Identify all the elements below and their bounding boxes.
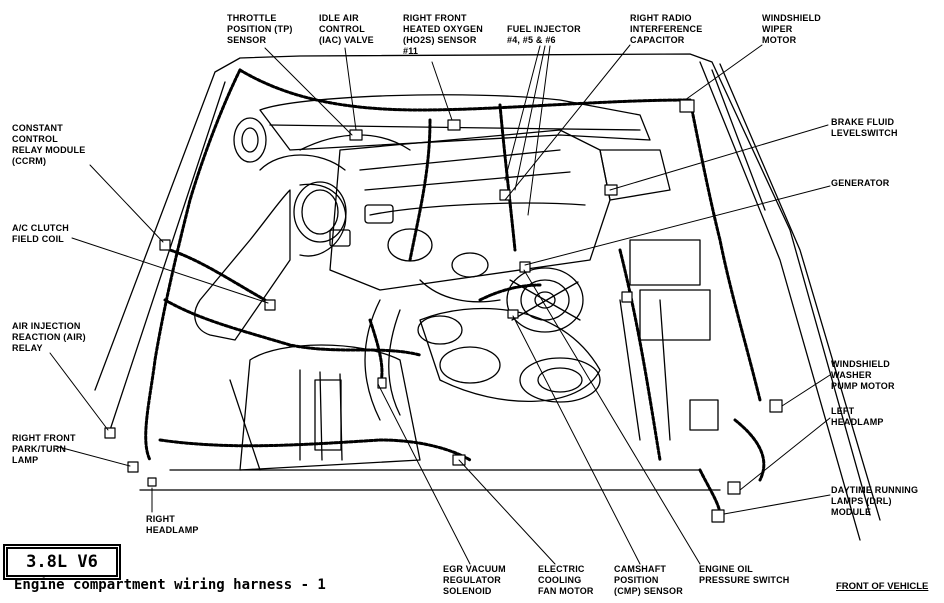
ccrm-label: CONSTANT CONTROL RELAY MODULE (CCRM) <box>12 123 86 166</box>
generator-drawing <box>506 267 584 333</box>
intake-manifold <box>329 129 611 303</box>
belts-pulleys <box>364 299 601 421</box>
egr-solenoid-label: EGR VACUUM REGULATOR SOLENOID <box>443 564 506 596</box>
brake-fluid-switch-label: BRAKE FLUID LEVELSWITCH <box>831 117 898 138</box>
air-intake <box>194 134 411 341</box>
ac-clutch-label: A/C CLUTCH FIELD COIL <box>12 223 69 244</box>
right-front-ho2s-label: RIGHT FRONT HEATED OXYGEN (HO2S) SENSOR … <box>403 13 483 56</box>
engine-title-box: 3.8L V6 <box>6 547 118 577</box>
cmp-sensor-label: CAMSHAFT POSITION (CMP) SENSOR <box>614 564 683 596</box>
throttle-position-sensor-label: THROTTLE POSITION (TP) SENSOR <box>227 13 293 45</box>
diagram-caption: Engine compartment wiring harness - 1 <box>14 577 326 593</box>
wiper-motor-label: WINDSHIELD WIPER MOTOR <box>762 13 821 45</box>
radio-capacitor-label: RIGHT RADIO INTERFERENCE CAPACITOR <box>630 13 703 45</box>
oil-pressure-switch-label: ENGINE OIL PRESSURE SWITCH <box>699 564 790 585</box>
connectors <box>104 99 783 523</box>
front-of-vehicle-label: FRONT OF VEHICLE <box>836 581 929 592</box>
leader-lines <box>49 44 831 565</box>
valve-cover-right <box>233 94 651 163</box>
engine-title: 3.8L V6 <box>26 552 98 572</box>
air-relay-label: AIR INJECTION REACTION (AIR) RELAY <box>12 321 86 353</box>
washer-pump-label: WINDSHIELD WASHER PUMP MOTOR <box>831 359 895 391</box>
generator-label: GENERATOR <box>831 178 890 188</box>
left-headlamp-label: LEFT HEADLAMP <box>831 406 884 427</box>
radiator <box>229 344 421 471</box>
battery-area <box>599 149 719 441</box>
drl-module-label: DAYTIME RUNNING LAMPS (DRL) MODULE <box>831 485 919 517</box>
fuel-injector-label: FUEL INJECTOR #4, #5 & #6 <box>507 24 581 45</box>
cooling-fan-motor-label: ELECTRIC COOLING FAN MOTOR <box>538 564 594 596</box>
wiring-harness <box>144 68 766 517</box>
idle-air-control-valve-label: IDLE AIR CONTROL (IAC) VALVE <box>319 13 374 45</box>
right-park-lamp-label: RIGHT FRONT PARK/TURN LAMP <box>12 433 76 465</box>
right-headlamp-label: RIGHT HEADLAMP <box>146 514 199 535</box>
